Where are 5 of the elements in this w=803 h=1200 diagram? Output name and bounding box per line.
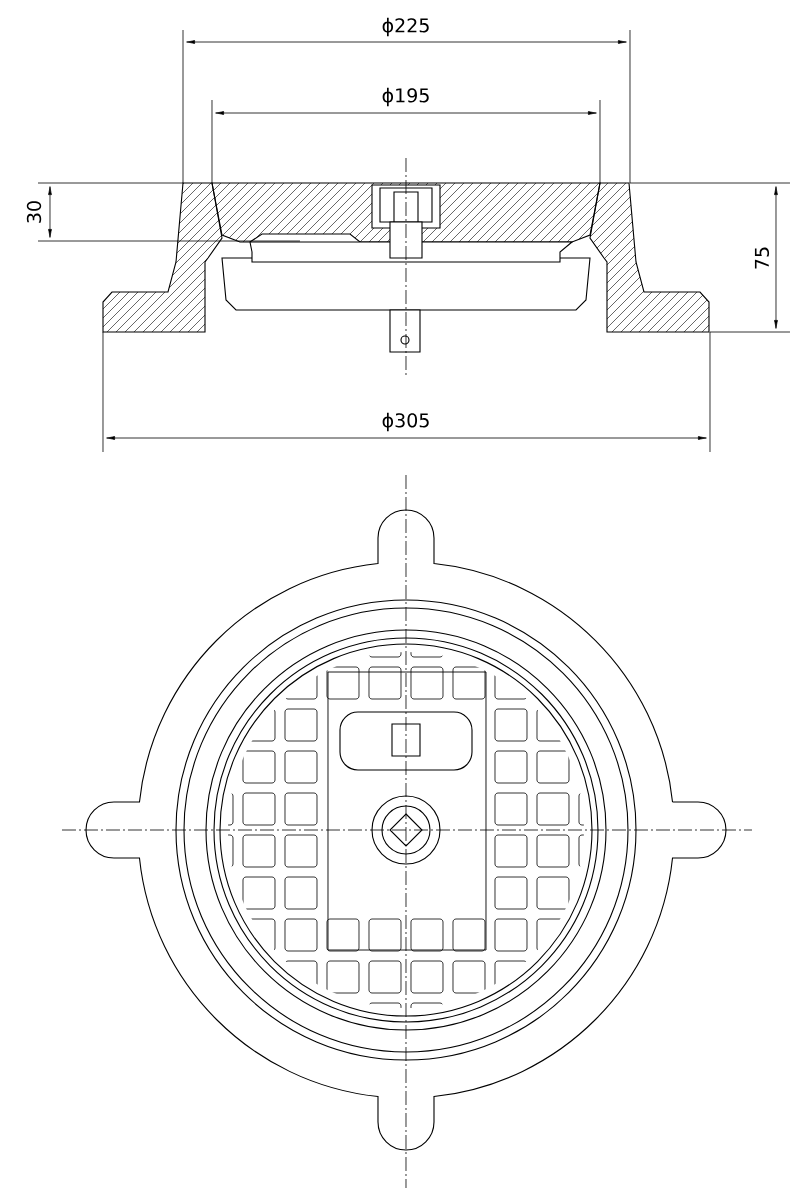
dimension-label: ϕ195 — [382, 87, 429, 107]
dimension-label: 75 — [754, 247, 770, 269]
dimension-label: ϕ225 — [382, 17, 429, 37]
dimension-label: 30 — [26, 201, 42, 223]
dimension-label: ϕ305 — [382, 412, 429, 432]
